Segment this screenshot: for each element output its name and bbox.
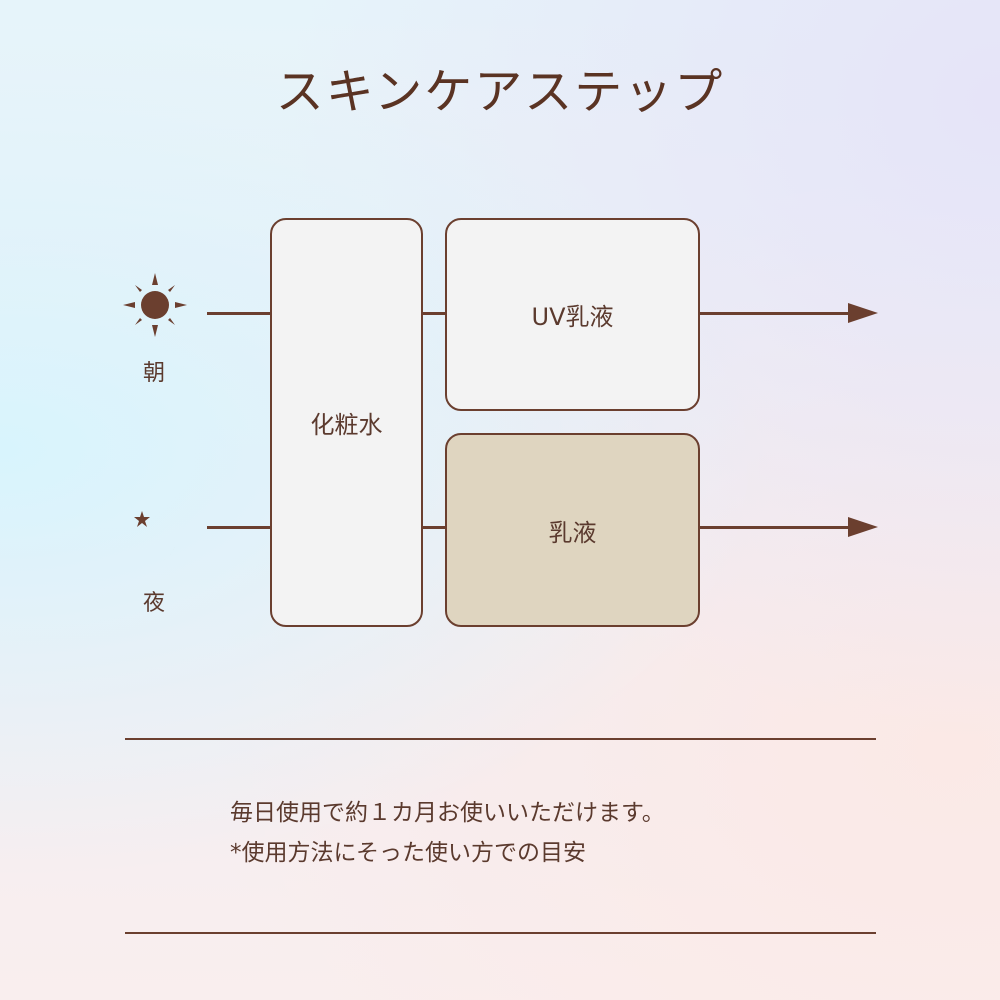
step-toner-label: 化粧水	[310, 411, 383, 439]
night-label: 夜	[142, 591, 165, 616]
moon-star-icon	[132, 511, 177, 564]
step-toner: 化粧水	[270, 218, 423, 627]
morning-arrow-line	[699, 312, 851, 315]
night-line	[422, 526, 446, 529]
step-uv-emulsion: UV乳液	[445, 218, 700, 411]
morning-line	[207, 312, 270, 315]
sun-icon	[123, 273, 187, 337]
night-arrow-head-icon	[848, 517, 878, 537]
divider-bottom	[125, 932, 876, 934]
step-emulsion: 乳液	[445, 433, 700, 627]
night-line	[207, 526, 270, 529]
morning-line	[422, 312, 446, 315]
morning-arrow-head-icon	[848, 303, 878, 323]
morning-label: 朝	[142, 361, 165, 386]
page-title: スキンケアステップ	[275, 64, 725, 120]
step-uv-emulsion-label: UV乳液	[531, 303, 614, 331]
step-emulsion-label: 乳液	[548, 518, 597, 547]
note-disclaimer: *使用方法にそった使い方での目安	[230, 840, 587, 866]
night-arrow-line	[699, 526, 851, 529]
divider-top	[125, 738, 876, 740]
note-usage: 毎日使用で約１カ月お使いいただけます。	[230, 800, 665, 826]
